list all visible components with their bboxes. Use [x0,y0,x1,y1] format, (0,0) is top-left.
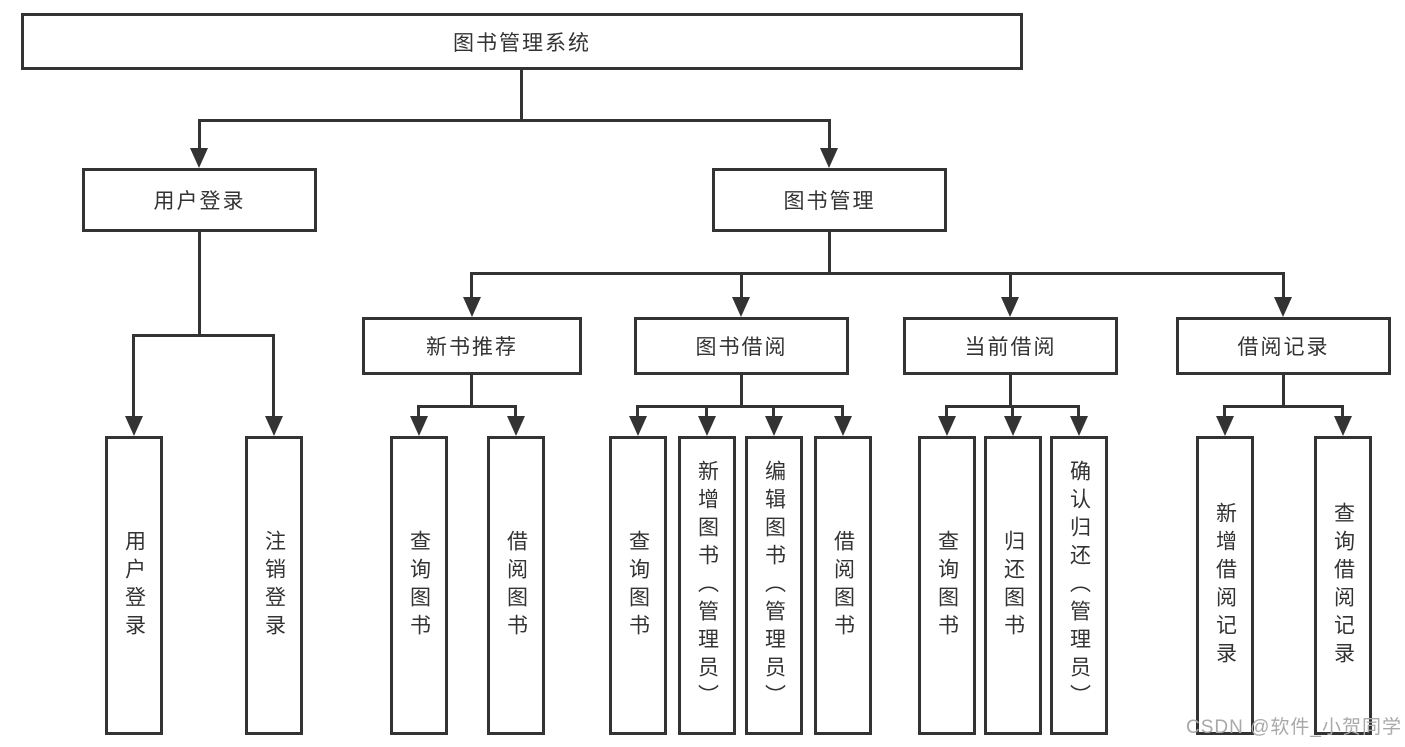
connector-line [132,334,135,419]
connector-line [828,230,831,274]
leaf-user-login: 用户登录 [105,436,163,735]
arrowhead-down-icon [463,297,481,317]
leaf-label: 新增图书（管理员） [695,459,719,712]
leaf-label: 注销登录 [262,529,286,642]
arrowhead-down-icon [507,416,525,436]
leaf-query-borrow-record: 查询借阅记录 [1314,436,1372,735]
leaf-add-borrow-record: 新增借阅记录 [1196,436,1254,735]
node-label: 当前借阅 [964,336,1057,359]
connector-line [740,373,743,407]
connector-line [470,272,473,300]
connector-line [841,405,844,419]
connector-line [1223,405,1226,419]
node-user-login: 用户登录 [82,168,317,232]
connector-line [772,405,775,419]
arrowhead-down-icon [1070,416,1088,436]
node-label: 新书推荐 [426,336,518,359]
node-library-management-system: 图书管理系统 [21,13,1023,70]
arrowhead-down-icon [1001,297,1019,317]
leaf-label: 借阅图书 [831,529,855,642]
arrowhead-down-icon [820,148,838,168]
connector-line [417,405,517,408]
connector-line [198,230,201,336]
leaf-label: 编辑图书（管理员） [762,459,786,712]
connector-line [132,334,275,337]
connector-line [470,373,473,407]
connector-line [272,334,275,419]
arrowhead-down-icon [765,416,783,436]
arrowhead-down-icon [125,416,143,436]
connector-line [636,405,639,419]
node-label: 图书借阅 [695,336,788,359]
arrowhead-down-icon [938,416,956,436]
leaf-label: 查询借阅记录 [1331,501,1355,670]
connector-line [1223,405,1344,408]
node-current-borrowing: 当前借阅 [903,317,1118,375]
connector-line [417,405,420,419]
connector-line [945,405,948,419]
connector-line [740,272,743,300]
leaf-label: 查询图书 [626,529,650,642]
arrowhead-down-icon [1216,416,1234,436]
leaf-label: 新增借阅记录 [1213,501,1237,670]
leaf-borrow-books: 借阅图书 [814,436,872,735]
leaf-label: 归还图书 [1001,529,1025,642]
leaf-borrow-books-recommend: 借阅图书 [487,436,545,735]
connector-line [1011,405,1014,419]
arrowhead-down-icon [1274,297,1292,317]
connector-line [198,119,201,151]
connector-line [520,68,523,121]
arrowhead-down-icon [190,148,208,168]
leaf-add-books-admin: 新增图书（管理员） [678,436,736,735]
connector-line [1282,272,1285,300]
node-book-borrowing: 图书借阅 [634,317,849,375]
leaf-label: 查询图书 [407,529,431,642]
leaf-label: 借阅图书 [504,529,528,642]
leaf-query-books-borrowing: 查询图书 [609,436,667,735]
leaf-confirm-return-admin: 确认归还（管理员） [1050,436,1108,735]
node-new-book-recommendation: 新书推荐 [362,317,582,375]
connector-line [636,405,844,408]
node-label: 用户登录 [153,190,246,213]
leaf-return-books: 归还图书 [984,436,1042,735]
arrowhead-down-icon [410,416,428,436]
node-label: 图书管理系统 [453,31,591,55]
arrowhead-down-icon [834,416,852,436]
connector-line [1009,272,1012,300]
arrowhead-down-icon [629,416,647,436]
node-label: 图书管理 [783,190,876,213]
leaf-query-books-recommend: 查询图书 [390,436,448,735]
leaf-label: 用户登录 [122,529,146,642]
connector-line [1282,373,1285,407]
connector-line [470,272,1285,275]
arrowhead-down-icon [1004,416,1022,436]
connector-line [705,405,708,419]
arrowhead-down-icon [732,297,750,317]
leaf-edit-books-admin: 编辑图书（管理员） [745,436,803,735]
arrowhead-down-icon [265,416,283,436]
connector-line [514,405,517,419]
leaf-label: 查询图书 [935,529,959,642]
connector-line [1077,405,1080,419]
node-book-management: 图书管理 [712,168,947,232]
leaf-logout: 注销登录 [245,436,303,735]
connector-line [198,119,831,122]
node-label: 借阅记录 [1237,336,1330,359]
leaf-label: 确认归还（管理员） [1067,459,1091,712]
arrowhead-down-icon [1334,416,1352,436]
node-borrowing-records: 借阅记录 [1176,317,1391,375]
connector-line [1009,373,1012,407]
arrowhead-down-icon [698,416,716,436]
connector-line [828,119,831,151]
csdn-watermark: CSDN @软件_小贺同学 [1186,717,1402,738]
leaf-query-books-current: 查询图书 [918,436,976,735]
connector-line [1341,405,1344,419]
